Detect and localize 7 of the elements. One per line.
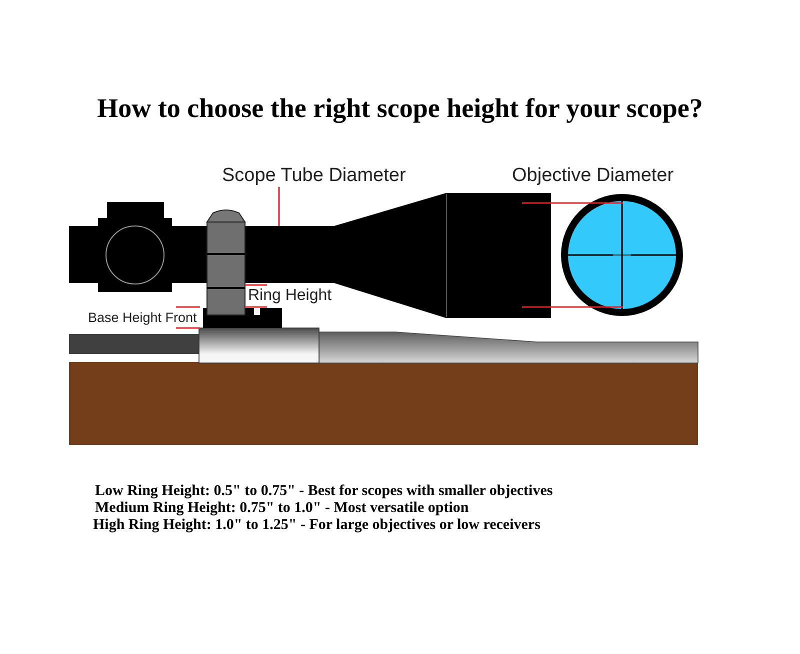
note-text: Low Ring Height: 0.5" to 0.75" - Best for scopes with smaller objectives	[95, 483, 553, 500]
note-text: Medium Ring Height: 0.75" to 1.0" - Most versatile option	[95, 500, 469, 516]
title: How to choose the right scope height for your scope?	[97, 93, 703, 124]
part-label: Scope Tube Diameter	[222, 165, 406, 187]
dimension-label: Base Height Front	[88, 310, 197, 326]
dimension-label: Objective Diameter	[512, 165, 674, 187]
note-text: High Ring Height: 1.0" to 1.25" - For large objectives or low receivers	[93, 517, 540, 534]
